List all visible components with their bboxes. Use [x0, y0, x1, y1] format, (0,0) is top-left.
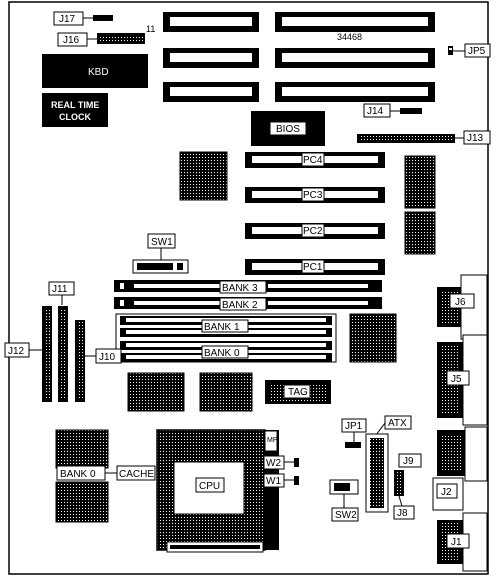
atx-label: ATX — [388, 418, 407, 429]
chip-lower-left — [127, 372, 185, 412]
cache-chip-upper — [55, 429, 109, 469]
tag-label: TAG — [288, 387, 308, 398]
j9-label: J9 — [403, 456, 414, 467]
cache-bank0-label: BANK 0 — [60, 469, 96, 480]
pci-slots: PC4 PC3 PC2 PC1 — [245, 152, 385, 275]
rtc-chip — [42, 93, 108, 127]
chip-right-lower — [404, 211, 436, 255]
sw1-label: SW1 — [151, 237, 173, 248]
pc1-label: PC1 — [303, 262, 323, 273]
j12-label: J12 — [8, 346, 25, 357]
j1-label: J1 — [451, 537, 462, 548]
cache-chip-lower — [55, 481, 109, 523]
rtc-label-line2: CLOCK — [59, 112, 91, 122]
kbd-chip — [42, 54, 148, 88]
chip-chipset — [349, 313, 397, 363]
w2-jumper — [294, 458, 299, 467]
j6-label: J6 — [455, 297, 466, 308]
j10-label: J10 — [99, 352, 116, 363]
j8-label: J8 — [397, 508, 408, 519]
j5-label: J5 — [451, 374, 462, 385]
bios-label: BIOS — [276, 124, 300, 135]
j17-label: J17 — [59, 14, 76, 25]
jp1-label: JP1 — [345, 421, 363, 432]
pc2-label: PC2 — [303, 226, 323, 237]
bank2-label: BANK 2 — [222, 300, 258, 311]
memory-banks-lower: BANK 1 BANK 0 — [115, 313, 337, 363]
bank1-label: BANK 1 — [204, 322, 240, 333]
cache-label: CACHE — [119, 469, 154, 480]
jp5-jumper — [448, 46, 453, 55]
sw2-label: SW2 — [335, 510, 357, 521]
jp1-jumper — [345, 442, 361, 448]
w2-label: W2 — [266, 458, 281, 469]
chip-upper-left — [179, 151, 228, 201]
isa-slots — [163, 12, 435, 102]
j16-pin-label: 11 — [146, 24, 155, 34]
kbd-label: KBD — [88, 67, 109, 78]
pc4-label: PC4 — [303, 155, 323, 166]
chip-right-upper — [404, 155, 436, 209]
j16-label: J16 — [63, 35, 80, 46]
w1-label: W1 — [266, 476, 281, 487]
jp5-label: JP5 — [468, 46, 486, 57]
bank0-label: BANK 0 — [204, 348, 240, 359]
j2-label: J2 — [441, 487, 452, 498]
cpu-label: CPU — [199, 481, 220, 492]
pc3-label: PC3 — [303, 190, 323, 201]
memory-banks-upper: BANK 3 BANK 2 — [114, 280, 382, 311]
mp-label: MP — [267, 437, 278, 444]
j14-label: J14 — [367, 106, 384, 117]
j13-label: J13 — [467, 133, 484, 144]
bank3-label: BANK 3 — [222, 283, 258, 294]
chip-lower-mid — [199, 372, 253, 412]
rtc-label-line1: REAL TIME — [51, 100, 99, 110]
w1-jumper — [294, 476, 299, 485]
board-number: 34468 — [337, 32, 362, 42]
j11-label: J11 — [52, 284, 68, 295]
